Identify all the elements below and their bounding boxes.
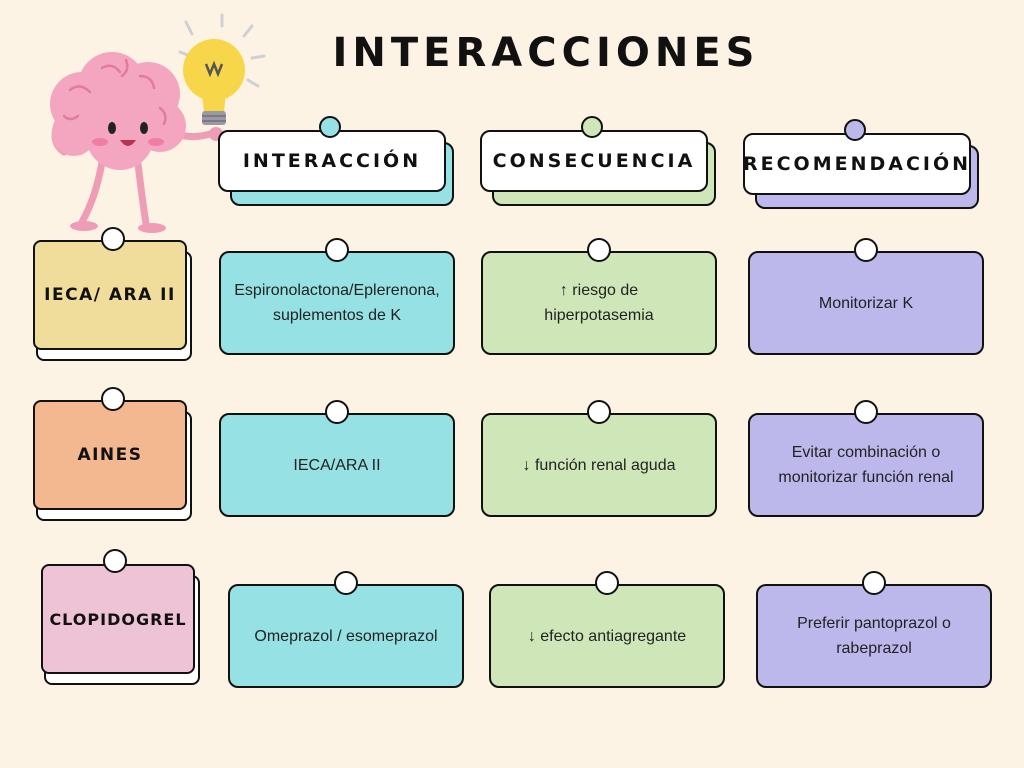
recomendacion-cell: Preferir pantoprazol o rabeprazol	[756, 571, 992, 688]
cell-text: ↓ función renal aguda	[522, 456, 676, 474]
pin-icon	[862, 571, 886, 595]
pin-icon	[587, 238, 611, 262]
cell-text: ↓ efecto antiagregante	[527, 627, 687, 645]
consecuencia-cell: ↓ función renal aguda	[481, 400, 717, 517]
pin-icon	[325, 400, 349, 424]
drug-card-aines: AINES	[33, 387, 192, 521]
interaccion-cell: Espironolactona/Eplerenona, suplementos …	[219, 238, 455, 355]
cell-text: Monitorizar K	[818, 294, 914, 312]
pin-icon	[101, 387, 125, 411]
pin-icon	[587, 400, 611, 424]
pin-icon	[595, 571, 619, 595]
cell-text: Evitar combinación o monitorizar función…	[778, 444, 954, 486]
header-pin-icon	[844, 119, 866, 141]
header-pin-icon	[581, 116, 603, 138]
consecuencia-cell: ↑ riesgo de hiperpotasemia	[481, 238, 717, 355]
header-interaccion: INTERACCIÓN	[218, 116, 454, 206]
cell-text: Preferir pantoprazol o rabeprazol	[797, 615, 951, 657]
interaccion-cell: IECA/ARA II	[219, 400, 455, 517]
cell-text: Omeprazol / esomeprazol	[254, 627, 438, 645]
cell-text: ↑ riesgo de hiperpotasemia	[544, 282, 654, 324]
brain-character-icon	[50, 52, 223, 233]
recomendacion-cell: Evitar combinación o monitorizar función…	[748, 400, 984, 517]
interaccion-cell: Omeprazol / esomeprazol	[228, 571, 464, 688]
pin-icon	[103, 549, 127, 573]
consecuencia-cell: ↓ efecto antiagregante	[489, 571, 725, 688]
header-pin-icon	[319, 116, 341, 138]
cell-text: Espironolactona/Eplerenona, suplementos …	[234, 282, 440, 324]
cell-text: IECA/ARA II	[293, 456, 381, 474]
brain-illustration	[50, 13, 266, 233]
drug-label: IECA/ ARA II	[33, 240, 187, 350]
header-interaccion-label: INTERACCIÓN	[218, 130, 446, 192]
header-recomendacion-label: RECOMENDACIÓN	[743, 133, 971, 195]
lightbulb-icon	[178, 13, 266, 125]
pin-icon	[325, 238, 349, 262]
drug-label: CLOPIDOGREL	[41, 564, 195, 674]
page-title: INTERACCIONES	[332, 30, 760, 76]
drug-card-ieca: IECA/ ARA II	[33, 227, 192, 361]
pin-icon	[854, 400, 878, 424]
pin-icon	[854, 238, 878, 262]
pin-icon	[101, 227, 125, 251]
header-consecuencia: CONSECUENCIA	[480, 116, 716, 206]
pin-icon	[334, 571, 358, 595]
drug-label: AINES	[33, 400, 187, 510]
recomendacion-cell: Monitorizar K	[748, 238, 984, 355]
header-consecuencia-label: CONSECUENCIA	[480, 130, 708, 192]
drug-card-clopidogrel: CLOPIDOGREL	[41, 549, 200, 685]
header-recomendacion: RECOMENDACIÓN	[743, 119, 979, 209]
